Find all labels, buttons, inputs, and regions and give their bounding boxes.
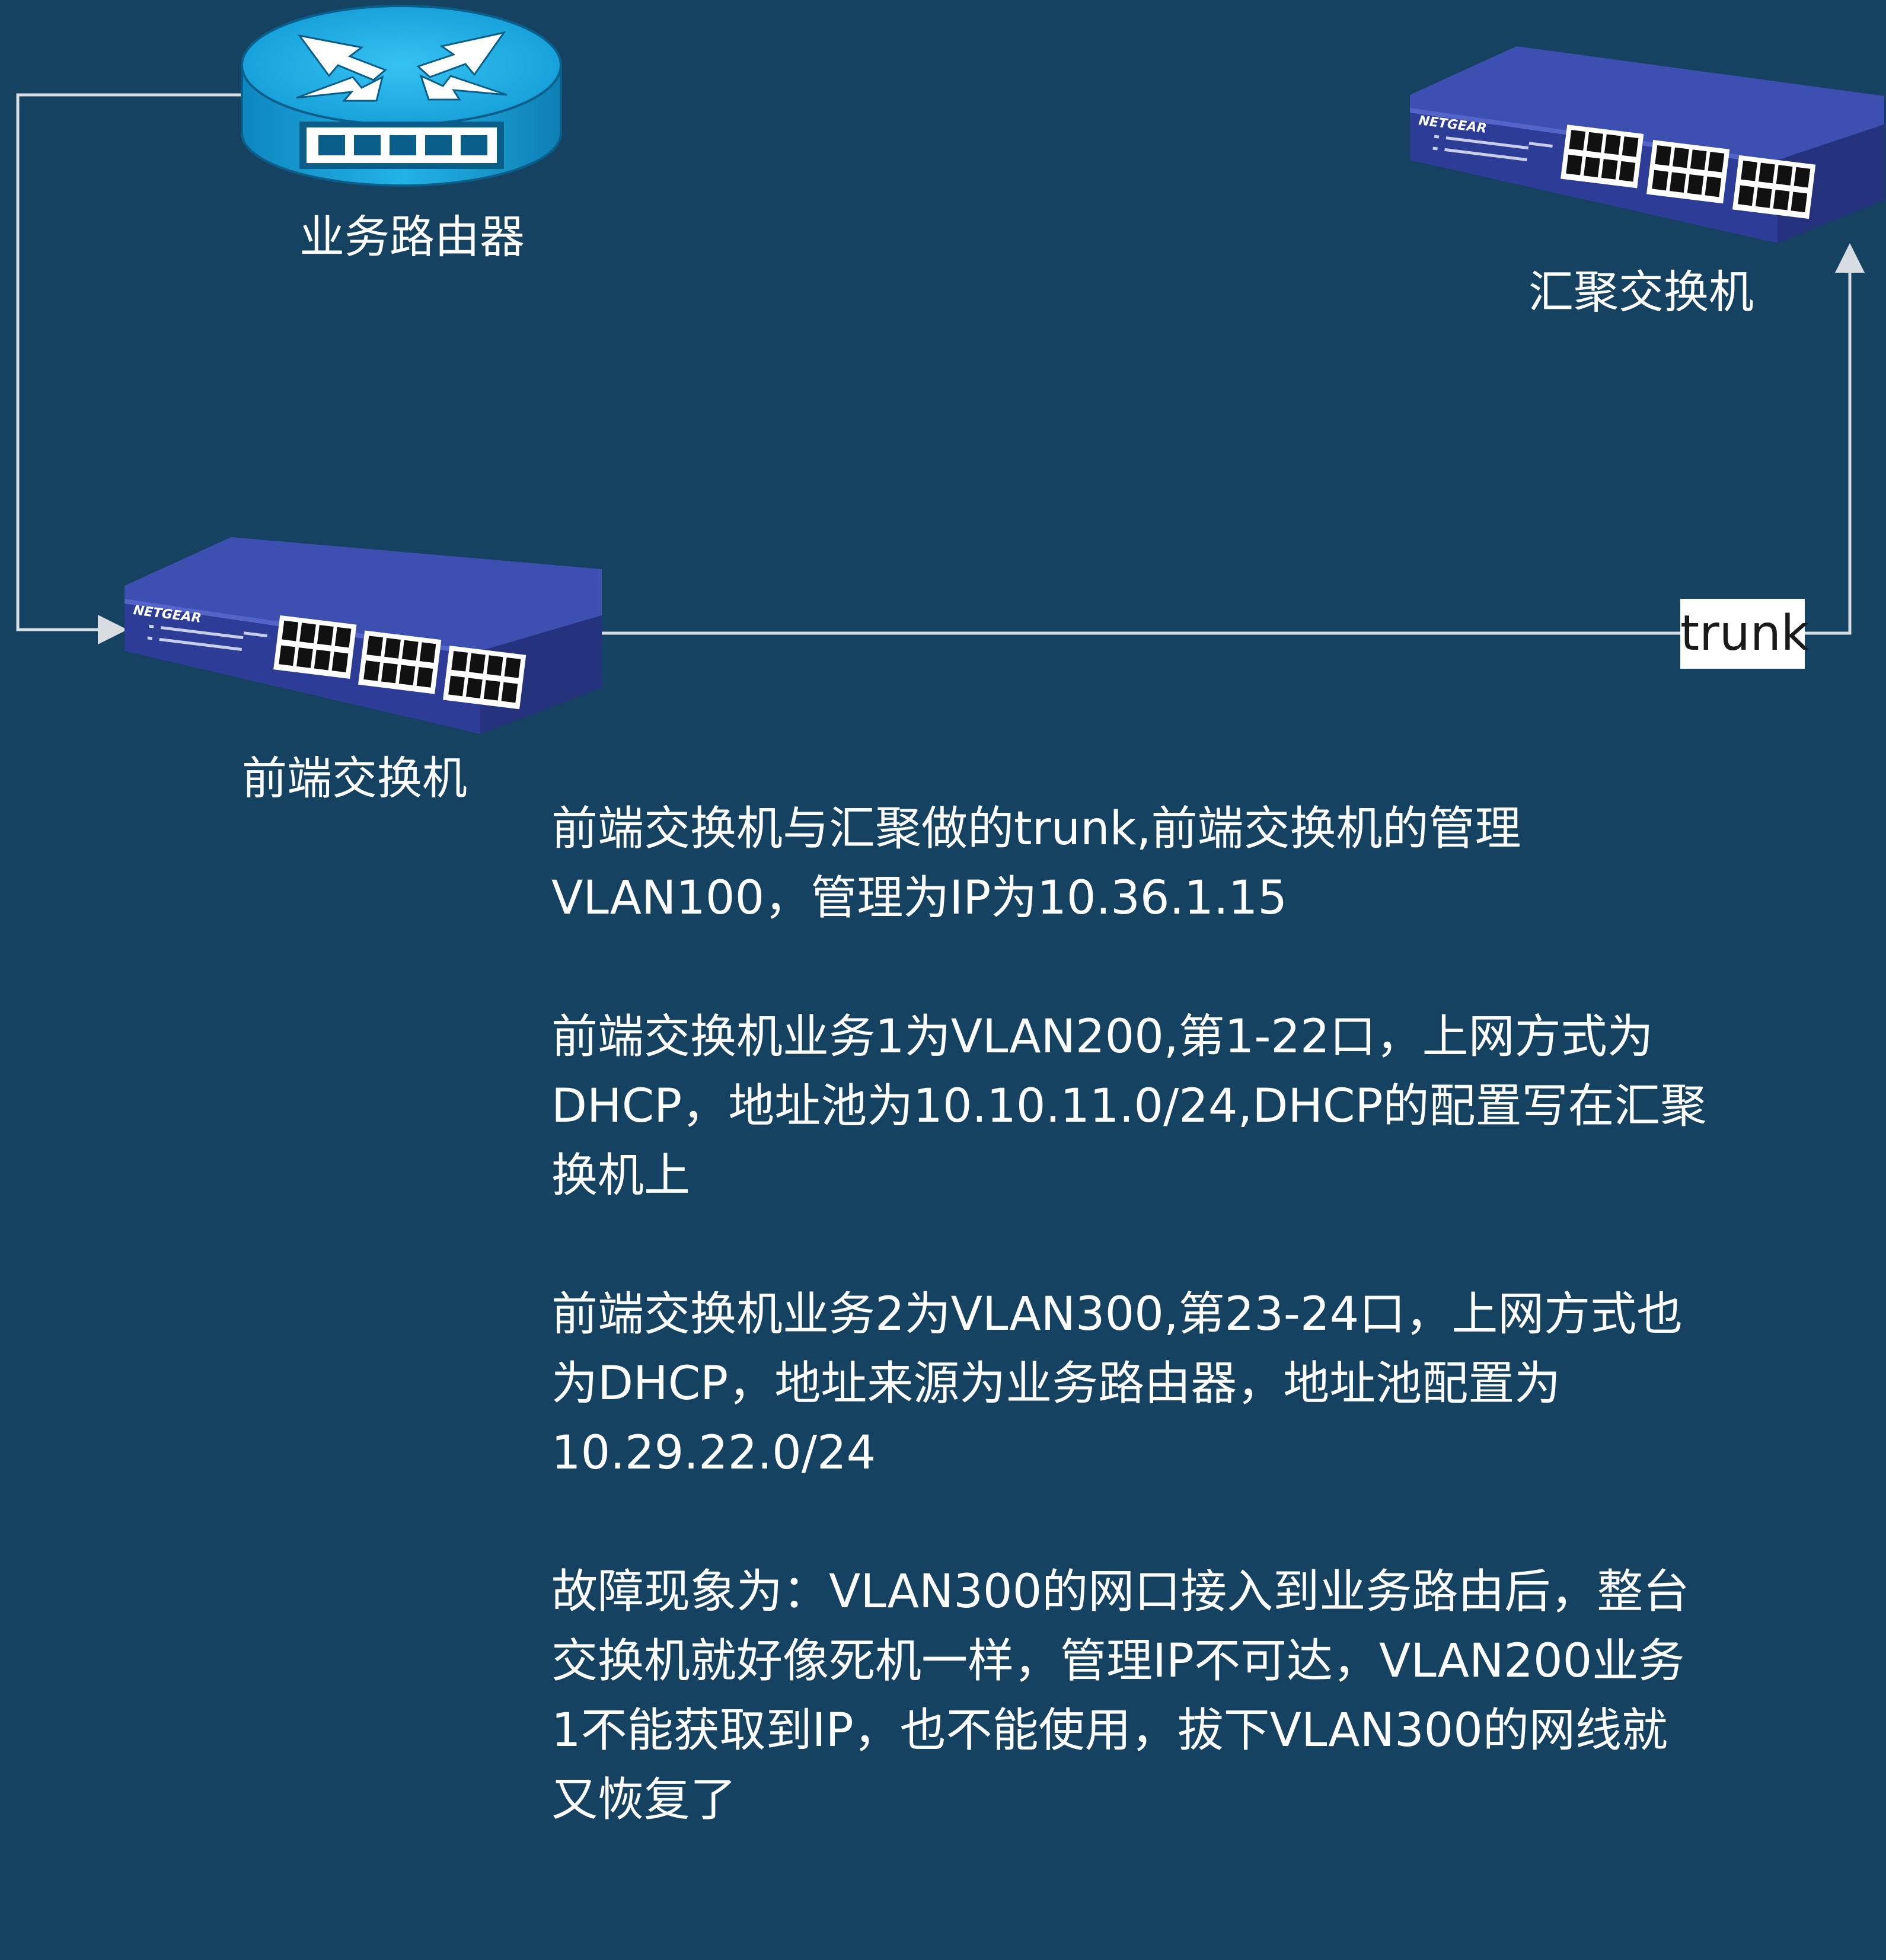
router-icon: [240, 0, 563, 190]
trunk-link-label: trunk: [1680, 599, 1805, 669]
edge-switch-label: 前端交换机: [242, 756, 467, 801]
note-vlan300: 前端交换机业务2为VLAN300,第23-24口，上网方式也 为DHCP，地址来…: [551, 1280, 1796, 1488]
core-switch-label: 汇聚交换机: [1528, 270, 1754, 315]
core-switch-icon: NETGEAR: [1410, 42, 1884, 243]
note-vlan200: 前端交换机业务1为VLAN200,第1-22口，上网方式为 DHCP，地址池为1…: [551, 1003, 1796, 1211]
edge-switch-icon: NETGEAR: [125, 532, 602, 734]
router-label: 业务路由器: [299, 215, 525, 260]
note-fault-symptom: 故障现象为：VLAN300的网口接入到业务路由后，整台 交换机就好像死机一样，管…: [551, 1557, 1796, 1835]
description-notes: 前端交换机与汇聚做的trunk,前端交换机的管理 VLAN100，管理为IP为1…: [551, 794, 1796, 1904]
note-management-vlan: 前端交换机与汇聚做的trunk,前端交换机的管理 VLAN100，管理为IP为1…: [551, 794, 1796, 933]
